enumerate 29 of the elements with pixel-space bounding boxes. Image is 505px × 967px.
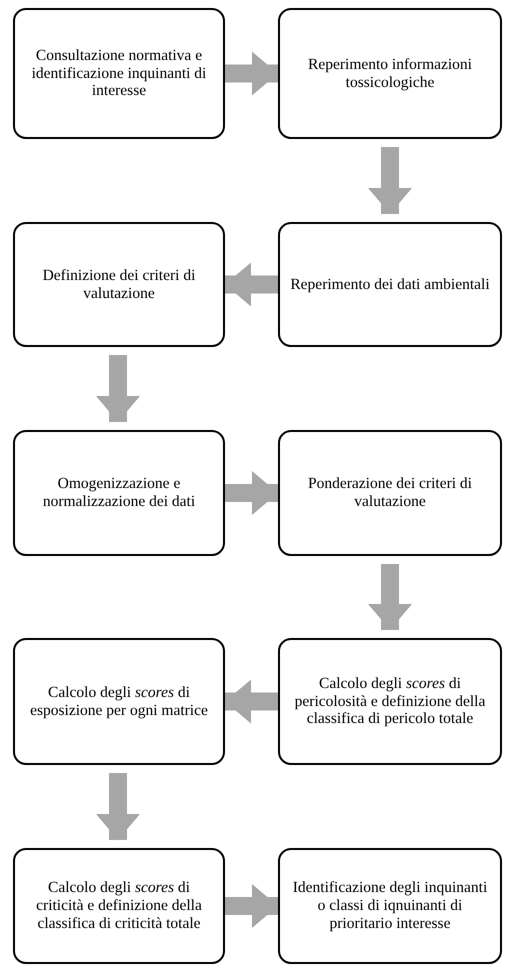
step-text: Calcolo degli scores di pericolosità e definizione della classifica di pericolo totale	[294, 674, 486, 728]
step-text: Ponderazione dei criteri di valutazione	[307, 475, 473, 511]
block-arrow	[225, 471, 278, 515]
step-text: Reperimento informazioni tossicologiche	[307, 56, 473, 92]
step-text: Calcolo degli scores di esposizione per ogni matrice	[29, 684, 209, 720]
process-box	[13, 430, 225, 556]
process-box	[278, 8, 502, 139]
process-box	[278, 848, 502, 964]
process-box	[13, 8, 225, 139]
step-text: Calcolo degli scores di criticità e definizione della classifica di criticità totale	[35, 879, 203, 933]
process-box	[278, 430, 502, 556]
block-arrow	[225, 680, 278, 724]
process-box	[13, 222, 225, 347]
block-arrow	[96, 355, 140, 422]
process-box	[278, 222, 502, 347]
process-box	[278, 638, 502, 765]
step-text: Reperimento dei dati ambientali	[290, 276, 490, 294]
block-arrow	[225, 884, 278, 928]
step-text: Identificazione degli inquinanti o classi di iqnuinanti di prioritario interesse	[292, 879, 488, 933]
step-text: Consultazione normativa e identificazione inquinanti di interesse	[30, 46, 208, 100]
block-arrow	[225, 262, 278, 306]
block-arrow	[368, 147, 412, 214]
process-box	[13, 848, 225, 964]
block-arrow	[225, 52, 278, 96]
block-arrow	[368, 564, 412, 630]
step-text: Definizione dei criteri di valutazione	[42, 266, 196, 302]
step-text: Omogenizzazione e normalizzazione dei dati	[42, 475, 196, 511]
process-box	[13, 638, 225, 765]
block-arrow	[96, 773, 140, 840]
